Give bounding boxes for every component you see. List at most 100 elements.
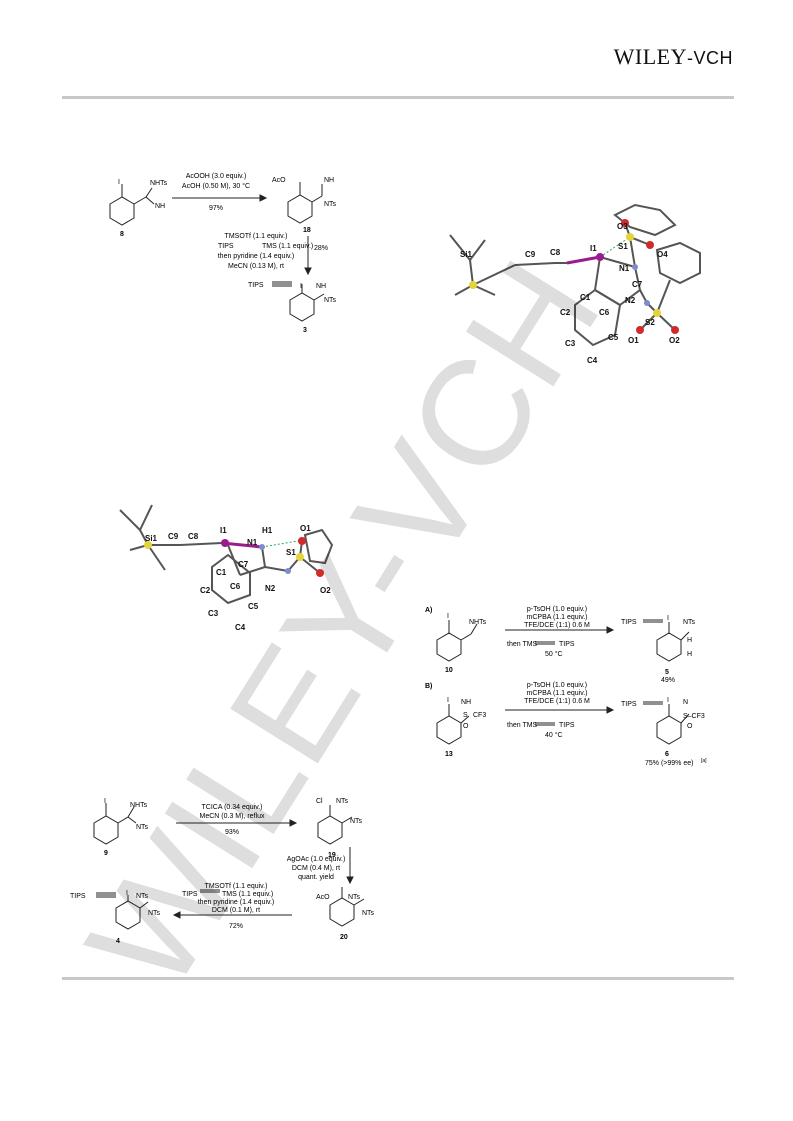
svg-text:mCPBA (1.1 equiv.): mCPBA (1.1 equiv.): [527, 690, 588, 697]
svg-text:AcOH (0.50 M), 30 °C: AcOH (0.50 M), 30 °C: [182, 182, 250, 190]
svg-text:C8: C8: [550, 248, 561, 257]
svg-text:N: N: [683, 699, 688, 706]
svg-text:S: S: [463, 712, 468, 719]
svg-text:C8: C8: [188, 532, 199, 541]
svg-text:AcO: AcO: [316, 894, 330, 901]
svg-text:C7: C7: [632, 280, 643, 289]
svg-text:mCPBA (1.1 equiv.): mCPBA (1.1 equiv.): [527, 614, 588, 621]
svg-text:then pyridine (1.4 equiv.): then pyridine (1.4 equiv.): [218, 253, 295, 260]
svg-text:quant. yield: quant. yield: [298, 874, 334, 881]
svg-text:B): B): [425, 683, 432, 690]
svg-text:Si1: Si1: [145, 534, 158, 543]
scheme-2: A) I NHTs 10 p-TsOH (1.0 equiv.) mCPBA (…: [425, 606, 707, 767]
svg-text:S1: S1: [286, 548, 296, 557]
footer-rule: [62, 977, 734, 980]
svg-text:O3: O3: [617, 222, 628, 231]
svg-text:C7: C7: [238, 560, 249, 569]
svg-text:NTs: NTs: [683, 619, 696, 626]
svg-text:C5: C5: [608, 333, 619, 342]
svg-text:97%: 97%: [209, 205, 223, 212]
svg-text:5: 5: [665, 669, 669, 676]
svg-text:NTs: NTs: [348, 894, 361, 901]
svg-text:TCICA (0.34 equiv.): TCICA (0.34 equiv.): [202, 804, 263, 811]
svg-text:NTs: NTs: [336, 798, 349, 805]
svg-text:75% (>99% ee): 75% (>99% ee): [645, 760, 693, 767]
svg-text:N2: N2: [265, 584, 276, 593]
svg-text:93%: 93%: [225, 829, 239, 836]
svg-text:TIPS: TIPS: [559, 641, 575, 648]
svg-text:I: I: [300, 283, 302, 290]
svg-text:C3: C3: [565, 339, 576, 348]
svg-text:TIPS: TIPS: [182, 891, 198, 898]
svg-text:C2: C2: [200, 586, 211, 595]
svg-text:TMS (1.1 equiv.): TMS (1.1 equiv.): [222, 891, 273, 898]
svg-text:MeCN (0.3 M), reflux: MeCN (0.3 M), reflux: [200, 813, 265, 820]
svg-text:I: I: [447, 697, 449, 704]
svg-text:I: I: [126, 890, 128, 897]
svg-text:NH: NH: [155, 203, 165, 210]
svg-text:Cl: Cl: [316, 798, 323, 805]
svg-text:49%: 49%: [661, 677, 675, 684]
svg-text:19: 19: [328, 852, 336, 859]
svg-text:AcOOH (3.0 equiv.): AcOOH (3.0 equiv.): [186, 173, 247, 180]
svg-text:NTs: NTs: [350, 818, 363, 825]
svg-text:40 °C: 40 °C: [545, 731, 563, 739]
svg-text:TIPS: TIPS: [218, 243, 234, 250]
svg-text:C6: C6: [230, 582, 241, 591]
svg-text:I: I: [667, 697, 669, 704]
svg-text:NTs: NTs: [136, 824, 149, 831]
svg-text:I1: I1: [220, 526, 227, 535]
svg-text:9: 9: [104, 850, 108, 857]
svg-text:then TMS: then TMS: [507, 722, 538, 729]
svg-text:p-TsOH (1.0 equiv.): p-TsOH (1.0 equiv.): [527, 606, 587, 613]
svg-text:N1: N1: [619, 264, 630, 273]
svg-text:20: 20: [340, 934, 348, 941]
svg-text:TIPS: TIPS: [248, 282, 264, 289]
svg-text:then pyridine (1.4 equiv.): then pyridine (1.4 equiv.): [198, 899, 275, 906]
svg-text:AcO: AcO: [272, 177, 286, 184]
svg-text:TIPS: TIPS: [559, 722, 575, 729]
svg-text:NHTs: NHTs: [469, 619, 487, 626]
svg-text:TIPS: TIPS: [621, 701, 637, 708]
svg-text:O1: O1: [300, 524, 311, 533]
svg-text:N1: N1: [247, 538, 258, 547]
publisher-logo: WILEY-VCH: [613, 44, 733, 69]
svg-text:28%: 28%: [314, 245, 328, 252]
svg-text:TFE/DCE (1:1) 0.6 M: TFE/DCE (1:1) 0.6 M: [524, 622, 590, 629]
svg-text:A): A): [425, 607, 432, 614]
svg-text:I1: I1: [590, 244, 597, 253]
svg-text:C6: C6: [599, 308, 610, 317]
svg-text:NHTs: NHTs: [150, 180, 168, 187]
svg-text:then TMS: then TMS: [507, 641, 538, 648]
svg-text:I: I: [667, 615, 669, 622]
xray-structure-1: O3 Si1 C9 C8 I1 S1 O4 N1 C7 N2 C1 C6 S2 …: [449, 203, 701, 365]
svg-text:4: 4: [116, 938, 120, 945]
svg-text:DCM (0.4 M), rt: DCM (0.4 M), rt: [292, 865, 340, 872]
svg-text:S–CF3: S–CF3: [683, 713, 705, 720]
svg-text:C2: C2: [560, 308, 571, 317]
svg-text:3: 3: [303, 327, 307, 334]
svg-text:NH: NH: [461, 699, 471, 706]
svg-text:O2: O2: [320, 586, 331, 595]
svg-text:I: I: [447, 613, 449, 620]
svg-text:TMS (1.1 equiv.): TMS (1.1 equiv.): [262, 243, 313, 250]
svg-text:C4: C4: [587, 356, 598, 365]
svg-text:NH: NH: [324, 177, 334, 184]
svg-text:AgOAc (1.0 equiv.): AgOAc (1.0 equiv.): [287, 856, 346, 863]
svg-text:O1: O1: [628, 336, 639, 345]
svg-text:O: O: [687, 723, 693, 730]
svg-text:C9: C9: [168, 532, 179, 541]
svg-text:6: 6: [665, 751, 669, 758]
svg-text:50 °C: 50 °C: [545, 650, 563, 658]
svg-text:NTs: NTs: [148, 910, 161, 917]
svg-text:NH: NH: [316, 283, 326, 290]
svg-text:72%: 72%: [229, 923, 243, 930]
svg-text:NTs: NTs: [324, 297, 337, 304]
svg-text:S1: S1: [618, 242, 628, 251]
svg-text:NTs: NTs: [362, 910, 375, 917]
svg-text:NTs: NTs: [324, 201, 337, 208]
header-rule: [62, 96, 734, 99]
scheme-3: I NHTs NTs 9 TCICA (0.34 equiv.) MeCN (0…: [70, 798, 375, 945]
svg-text:C4: C4: [235, 623, 246, 632]
scheme-1: I NHTs NH 8 AcOOH (3.0 equiv.) AcOH (0.5…: [109, 173, 337, 334]
